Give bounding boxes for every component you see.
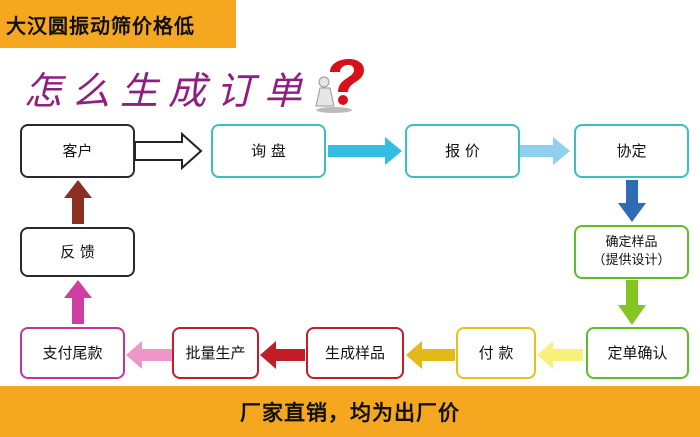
- step-confirm-sample: 确定样品 （提供设计）: [574, 225, 689, 279]
- footer-banner: 厂家直销，均为出厂价: [0, 386, 700, 437]
- step-payment: 付 款: [456, 327, 536, 379]
- step-mass-production: 批量生产: [172, 327, 259, 379]
- step-inquiry: 询 盘: [211, 124, 326, 178]
- arrow-inquiry-to-quote: [328, 137, 402, 165]
- arrow-balance-to-feedback: [64, 280, 92, 324]
- arrow-order-to-payment: [537, 341, 583, 369]
- header-badge: 大汉圆振动筛价格低: [0, 0, 236, 48]
- arrow-confirm-sample-to-order: [618, 280, 646, 325]
- arrow-agree-to-confirm-sample: [618, 180, 646, 222]
- arrow-quote-to-agree: [520, 137, 570, 165]
- step-produce-sample: 生成样品: [306, 327, 404, 379]
- arrow-customer-to-inquiry: [134, 131, 203, 171]
- step-agree: 协定: [574, 124, 689, 178]
- step-quote: 报 价: [405, 124, 520, 178]
- confirm-sample-label: 确定样品: [605, 235, 658, 250]
- step-balance-payment: 支付尾款: [20, 327, 125, 379]
- question-mark-icon: [315, 58, 364, 113]
- arrow-sample-to-mass: [260, 341, 305, 369]
- arrow-mass-to-balance: [126, 341, 172, 369]
- arrow-payment-to-sample: [406, 341, 455, 369]
- step-order-confirm: 定单确认: [586, 327, 689, 379]
- step-feedback: 反 馈: [20, 227, 135, 277]
- arrow-feedback-to-customer: [64, 180, 92, 224]
- step-customer: 客户: [20, 124, 135, 178]
- confirm-sample-note: （提供设计）: [592, 253, 671, 268]
- page-title: 怎么生成订单: [24, 69, 313, 113]
